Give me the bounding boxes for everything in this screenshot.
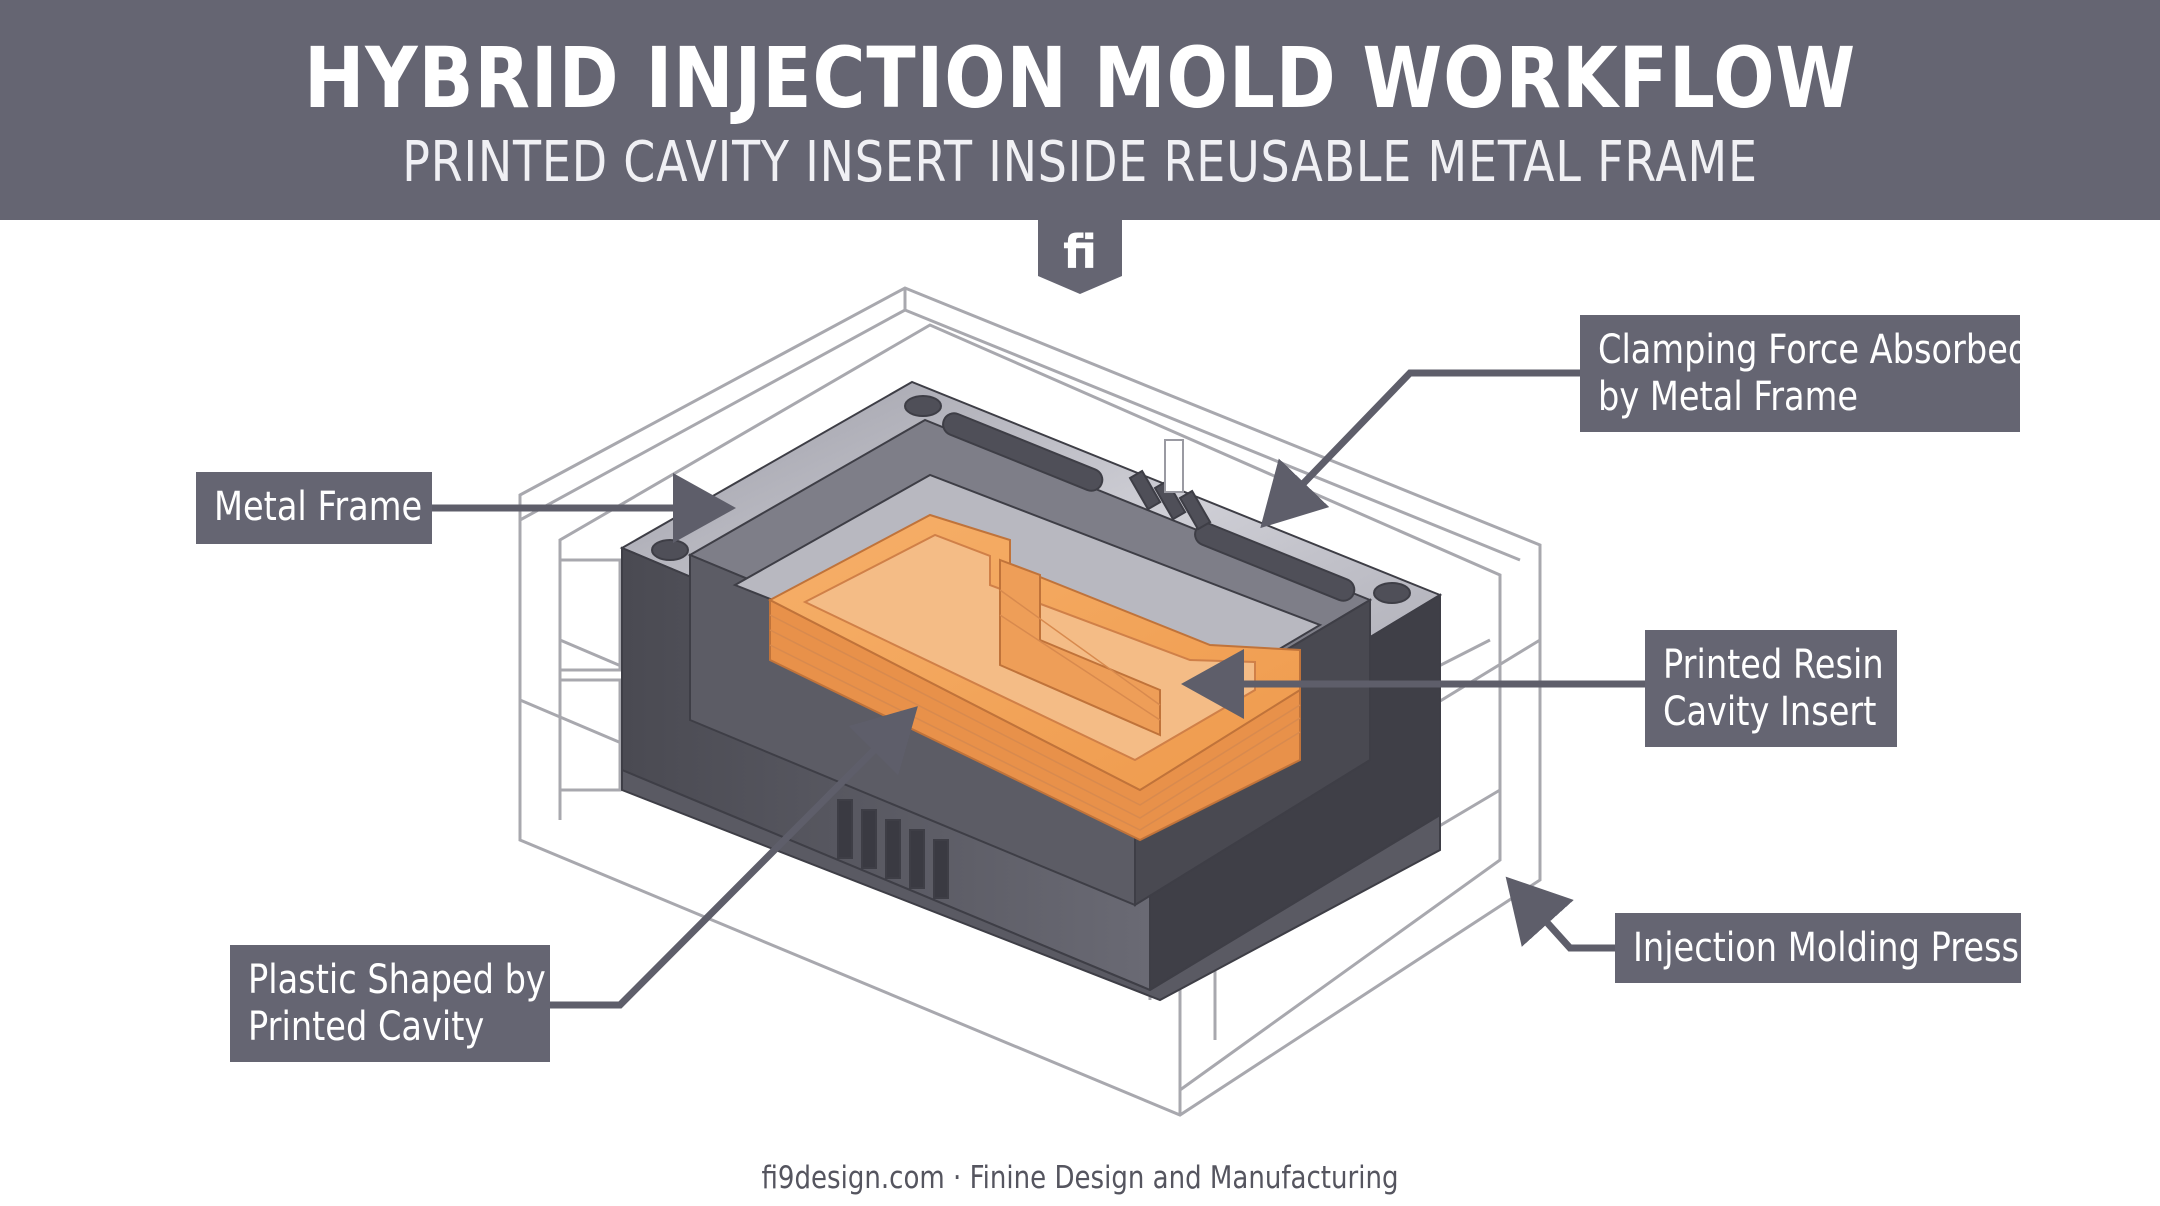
label-plastic-shaped: Plastic Shaped by Printed Cavity [230,945,550,1062]
footer-credit: fi9design.com · Finine Design and Manufa… [761,1160,1399,1196]
label-metal-frame-text: Metal Frame [214,484,423,530]
callout-arrows [432,369,1645,1009]
logo-badge [1038,218,1122,294]
header-banner: HYBRID INJECTION MOLD WORKFLOW PRINTED C… [0,0,2160,220]
logo-text: fi [1062,225,1098,279]
page-title: HYBRID INJECTION MOLD WORKFLOW [303,29,1857,127]
arrow-clamping [1260,369,1580,529]
label-insert-line1: Printed Resin [1663,642,1884,688]
resin-insert [767,513,1301,842]
label-insert-line2: Cavity Insert [1663,689,1877,735]
label-clamping-force: Clamping Force Absorbed by Metal Frame [1580,315,2030,432]
label-press-text: Injection Molding Press [1633,925,2020,971]
label-plastic-line2: Printed Cavity [248,1004,485,1050]
page-subtitle: PRINTED CAVITY INSERT INSIDE REUSABLE ME… [402,130,1758,195]
arrow-press [1505,876,1615,952]
label-plastic-line1: Plastic Shaped by [248,957,546,1003]
label-resin-insert: Printed Resin Cavity Insert [1645,630,1897,747]
label-metal-frame: Metal Frame [196,472,432,544]
label-clamping-line2: by Metal Frame [1598,374,1859,420]
label-injection-press: Injection Molding Press [1615,913,2021,983]
arrow-plastic [550,706,918,1009]
label-clamping-line1: Clamping Force Absorbed [1598,327,2030,373]
